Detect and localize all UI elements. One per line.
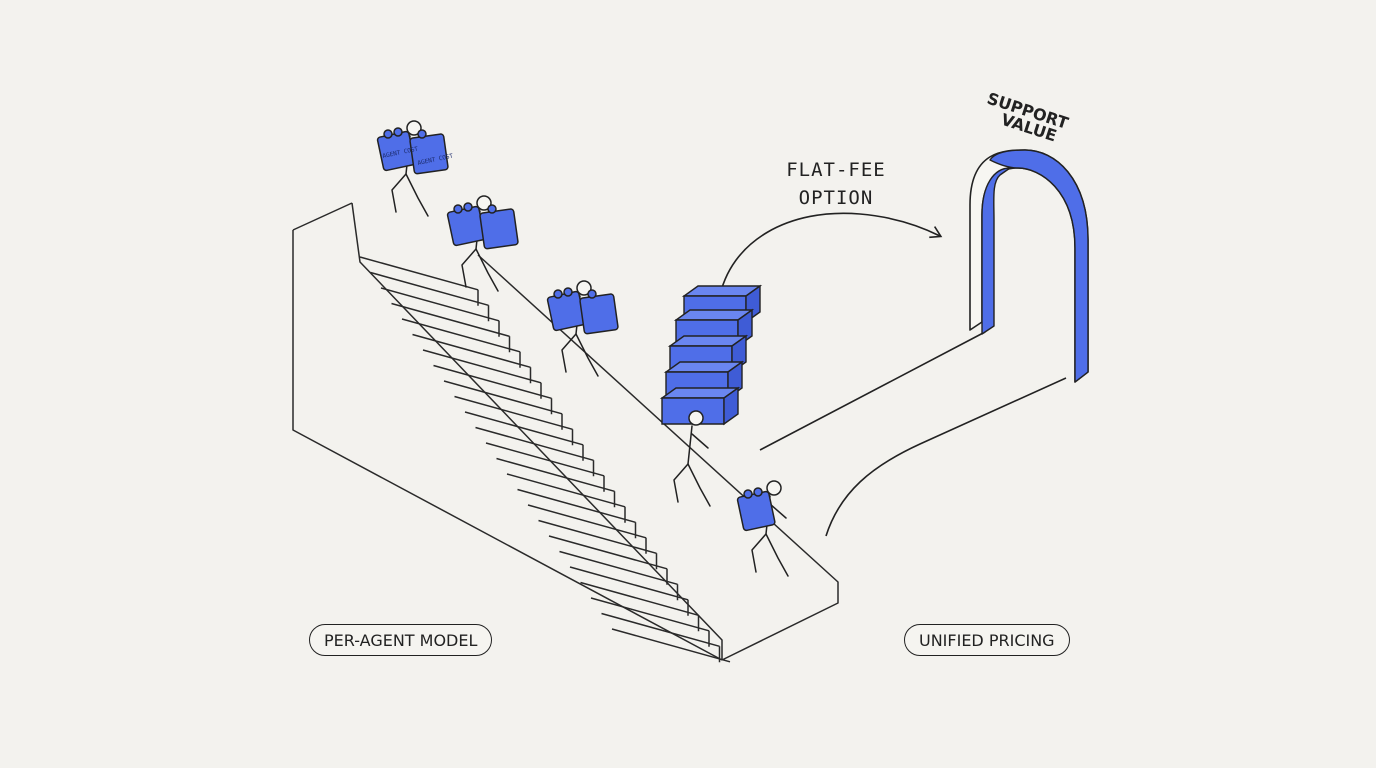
staircase [292, 202, 839, 663]
figure-legs [561, 333, 599, 377]
figure-head [766, 480, 782, 496]
staircase-top-edge [292, 202, 353, 231]
staircase-right-edge [477, 254, 839, 661]
path-edge-lower [825, 377, 1067, 537]
unified-pricing-label: UNIFIED PRICING [904, 624, 1070, 656]
climbing-figures [376, 120, 789, 577]
flat-fee-label: FLAT-FEE OPTION [770, 156, 902, 212]
staircase-left-edge [351, 202, 723, 660]
stacked-cost-boxes [659, 284, 763, 426]
figure-legs [673, 463, 711, 507]
arch-outer-band [989, 149, 1089, 383]
figure-legs [391, 173, 429, 217]
climbing-figure [546, 280, 619, 377]
agent-cost-backpack [376, 127, 449, 175]
arch-inner-band [981, 167, 1011, 335]
figure-head [576, 280, 592, 296]
support-arch: SUPPORT VALUE [969, 89, 1089, 383]
figure-legs [461, 248, 499, 292]
figure-head [688, 410, 704, 426]
stair-step-lines [359, 256, 731, 663]
climbing-figure [446, 195, 519, 292]
climbing-figure [673, 410, 711, 507]
path-edge-upper [759, 331, 986, 451]
arch-path [759, 331, 1067, 537]
flat-fee-label-line1: FLAT-FEE [786, 159, 886, 181]
flat-fee-arrow [718, 212, 943, 301]
figure-head [406, 120, 422, 136]
figure-arms [691, 433, 709, 449]
per-agent-model-label: PER-AGENT MODEL [309, 624, 493, 656]
staircase-side-outline [292, 230, 723, 661]
climbing-figure [736, 480, 789, 577]
agent-cost-backpack [736, 487, 776, 532]
figure-arms [769, 503, 787, 519]
figure-legs [751, 533, 789, 577]
figure-head [476, 195, 492, 211]
climbing-figure [376, 120, 449, 217]
flat-fee-label-line2: OPTION [798, 187, 874, 209]
figure-torso [687, 425, 693, 465]
stair-steps [351, 202, 839, 663]
agent-cost-backpack [546, 287, 619, 335]
agent-cost-backpack [446, 202, 519, 250]
